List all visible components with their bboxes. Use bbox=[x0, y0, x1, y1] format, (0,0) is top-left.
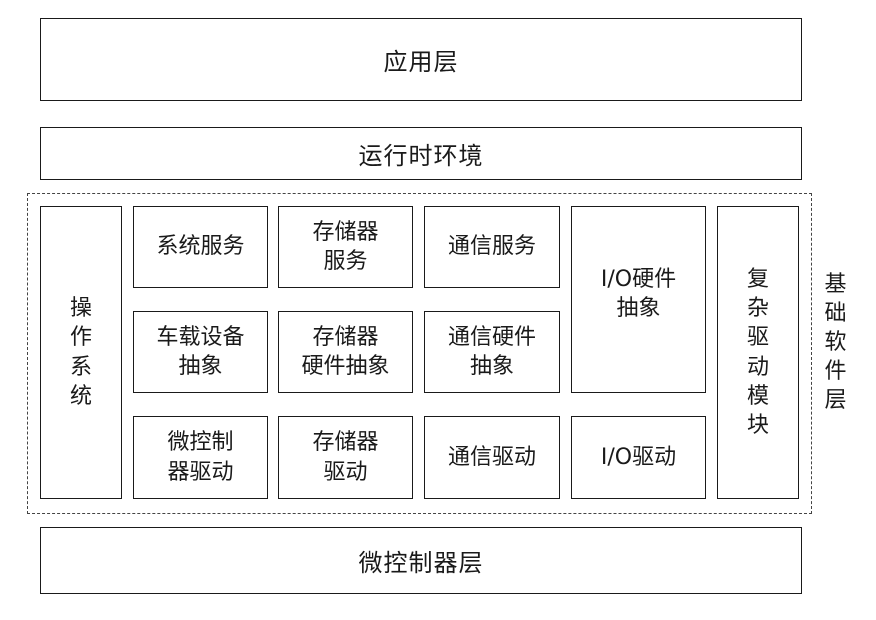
communication-services-label: 通信服务 bbox=[447, 234, 536, 260]
memory-drivers-box: 存储器 驱动 bbox=[278, 416, 413, 499]
communication-hardware-abstraction-box: 通信硬件 抽象 bbox=[424, 311, 560, 393]
memory-hardware-abstraction-label: 存储器 硬件抽象 bbox=[301, 324, 390, 379]
memory-drivers-label: 存储器 驱动 bbox=[312, 430, 379, 485]
io-hardware-abstraction-label: I/O硬件 抽象 bbox=[600, 267, 677, 322]
io-drivers-box: I/O驱动 bbox=[571, 416, 706, 499]
complex-driver-module-label: 复杂驱动模块 bbox=[746, 267, 769, 438]
operating-system-label: 操作系统 bbox=[69, 296, 92, 409]
microcontroller-layer: 微控制器层 bbox=[40, 527, 802, 594]
mcu-drivers-box: 微控制 器驱动 bbox=[133, 416, 268, 499]
mcu-drivers-label: 微控制 器驱动 bbox=[167, 430, 234, 485]
io-hardware-abstraction-box: I/O硬件 抽象 bbox=[571, 206, 706, 393]
communication-drivers-label: 通信驱动 bbox=[447, 444, 536, 470]
memory-hardware-abstraction-box: 存储器 硬件抽象 bbox=[278, 311, 413, 393]
microcontroller-layer-label: 微控制器层 bbox=[358, 549, 484, 577]
runtime-environment-layer: 运行时环境 bbox=[40, 127, 802, 180]
application-layer-label: 应用层 bbox=[383, 48, 459, 76]
communication-services-box: 通信服务 bbox=[424, 206, 560, 288]
communication-drivers-box: 通信驱动 bbox=[424, 416, 560, 499]
application-layer: 应用层 bbox=[40, 18, 802, 101]
communication-hardware-abstraction-label: 通信硬件 抽象 bbox=[447, 324, 536, 379]
system-services-box: 系统服务 bbox=[133, 206, 268, 288]
runtime-environment-label: 运行时环境 bbox=[358, 142, 484, 170]
system-services-label: 系统服务 bbox=[156, 234, 245, 260]
basic-software-layer-container bbox=[27, 193, 812, 514]
complex-driver-module-box: 复杂驱动模块 bbox=[717, 206, 799, 499]
io-drivers-label: I/O驱动 bbox=[600, 444, 677, 470]
operating-system-box: 操作系统 bbox=[40, 206, 122, 499]
onboard-device-abstraction-box: 车载设备 抽象 bbox=[133, 311, 268, 393]
memory-services-label: 存储器 服务 bbox=[312, 219, 379, 274]
onboard-device-abstraction-label: 车载设备 抽象 bbox=[156, 324, 245, 379]
basic-software-layer-label: 基础软件层 bbox=[824, 272, 847, 414]
memory-services-box: 存储器 服务 bbox=[278, 206, 413, 288]
